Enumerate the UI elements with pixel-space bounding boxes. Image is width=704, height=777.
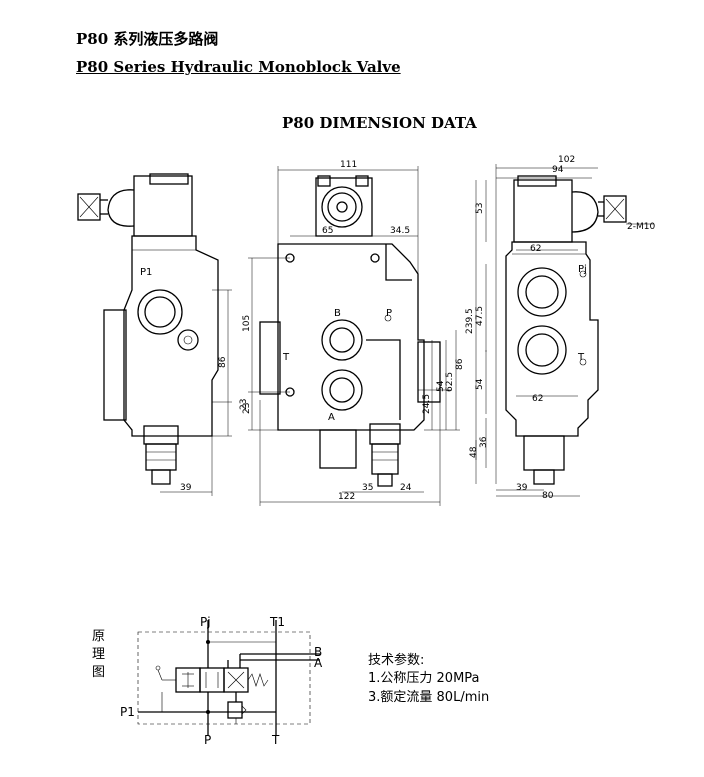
schematic-boundary [137,631,311,725]
right-port-pj [517,267,567,317]
tech-flow: 3.额定流量 80L/min [368,690,489,705]
front-dim-65: 65 [322,226,333,236]
right-label-pj: Pj [578,264,587,275]
right-dim-239-5: 239.5 [465,308,475,334]
schematic-port-t1: T1 [269,615,285,629]
front-dim-62-5: 62.5 [445,372,455,392]
right-dim-62-top: 62 [530,244,541,254]
side-connector [77,193,101,221]
right-dim-80: 80 [542,491,554,501]
right-view [475,164,654,497]
front-port-a [321,369,363,411]
front-dim-86: 86 [455,358,465,370]
right-dim-2-m10: 2-M10 [627,222,655,232]
valve-box-2 [199,667,225,693]
right-dim-62-bottom: 62 [532,394,543,404]
front-body [277,243,425,431]
hydraulic-schematic [137,620,320,736]
side-port-p1: P1 [140,267,152,278]
front-dim-105: 105 [242,315,252,332]
front-label-a: A [328,412,335,423]
front-label-p: P [386,308,392,319]
schematic-port-p1: P1 [120,705,135,719]
side-body [123,235,219,437]
side-dim-86: 86 [218,356,228,368]
side-dim-23: 23 [239,399,249,410]
title-cn: P80 系列液压多路阀 [76,30,219,48]
front-dim-34-5: 34.5 [390,226,410,236]
tech-pressure: 1.公称压力 20MPa [368,671,480,686]
front-port-b [321,319,363,361]
side-p1-port [137,289,183,335]
schematic-port-t: T [271,733,280,747]
right-body [505,241,599,437]
schematic-port-a: A [314,656,323,670]
right-dim-94: 94 [552,165,564,175]
front-dim-24-5: 24.5 [422,394,432,414]
schematic-port-p: P [204,733,211,747]
schematic-label-yuan: 原 [92,629,105,644]
side-view [77,173,232,496]
title-en: P80 Series Hydraulic Monoblock Valve [76,58,401,76]
right-dim-53: 53 [475,203,485,214]
front-view [248,166,460,506]
tech-heading: 技术参数: [368,652,424,668]
front-dim-35: 35 [362,483,373,493]
front-dim-23: 23 [242,403,252,414]
right-dim-36: 36 [479,436,489,448]
front-label-b: B [334,308,341,319]
schematic-port-pj: Pj [200,615,211,629]
right-solenoid [513,179,573,243]
front-dim-54: 54 [436,380,446,392]
right-dim-39: 39 [516,483,528,493]
schematic-label-li: 理 [92,647,105,662]
section-title: P80 DIMENSION DATA [282,114,477,132]
right-dim-48: 48 [469,446,479,458]
front-dim-111: 111 [340,160,357,170]
right-dim-47-5: 47.5 [475,306,485,326]
side-dim-39: 39 [180,483,192,493]
right-port-t [517,325,567,375]
front-label-t: T [282,352,290,363]
front-dim-122: 122 [338,492,355,502]
right-dim-54: 54 [475,378,485,390]
schematic-port-b: B [314,645,322,659]
right-dim-102: 102 [558,155,575,165]
front-dim-24: 24 [400,483,412,493]
right-label-t: T [577,352,585,363]
schematic-label-tu: 图 [92,665,105,680]
right-connector [603,195,627,223]
side-solenoid [133,175,193,237]
